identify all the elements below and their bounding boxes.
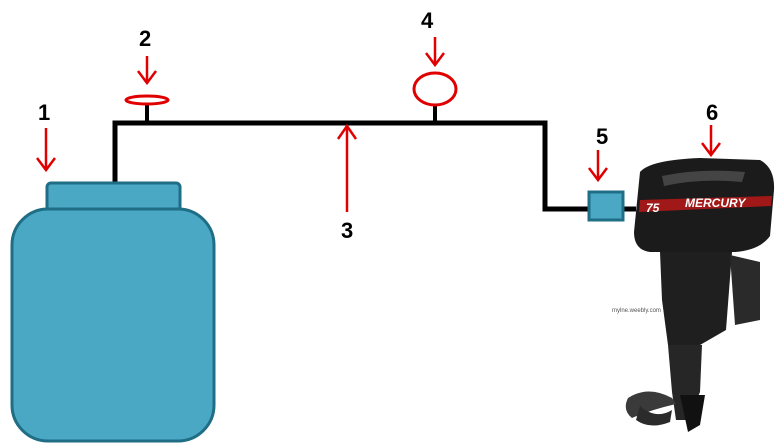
arrow-2-down xyxy=(137,56,157,86)
arrow-5-down xyxy=(588,150,608,183)
fuel-tank xyxy=(10,181,216,443)
arrow-1-down xyxy=(36,128,56,173)
fuel-line xyxy=(112,103,636,212)
motor-top-accent xyxy=(662,170,745,186)
label-4: 4 xyxy=(421,8,434,33)
motor-shaft xyxy=(660,252,732,345)
label-3: 3 xyxy=(341,218,353,243)
motor-propeller xyxy=(625,391,676,418)
motor-stripe xyxy=(639,196,772,212)
motor-brand-label: MERCURY xyxy=(685,196,746,210)
tank-cap xyxy=(45,181,182,213)
motor-bracket xyxy=(730,255,760,325)
primer-valve xyxy=(124,94,170,106)
connector-block xyxy=(587,190,625,222)
tank-body xyxy=(10,207,216,443)
label-1: 1 xyxy=(38,100,50,125)
label-2: 2 xyxy=(139,26,151,51)
watermark-text: mylne.weebly.com xyxy=(612,308,661,314)
motor-skeg xyxy=(680,395,705,432)
motor-prop-blade xyxy=(636,406,672,426)
arrows xyxy=(36,37,721,212)
outboard-motor: 75 MERCURY mylne.weebly.com xyxy=(612,158,775,432)
arrow-3-up xyxy=(336,123,358,212)
motor-hp-label: 75 xyxy=(646,201,660,215)
label-6: 6 xyxy=(706,100,718,125)
filter-bulb xyxy=(412,71,458,107)
arrow-6-down xyxy=(701,125,721,158)
arrow-4-down xyxy=(425,37,445,68)
label-5: 5 xyxy=(596,124,608,149)
fuel-line-path xyxy=(112,120,590,212)
